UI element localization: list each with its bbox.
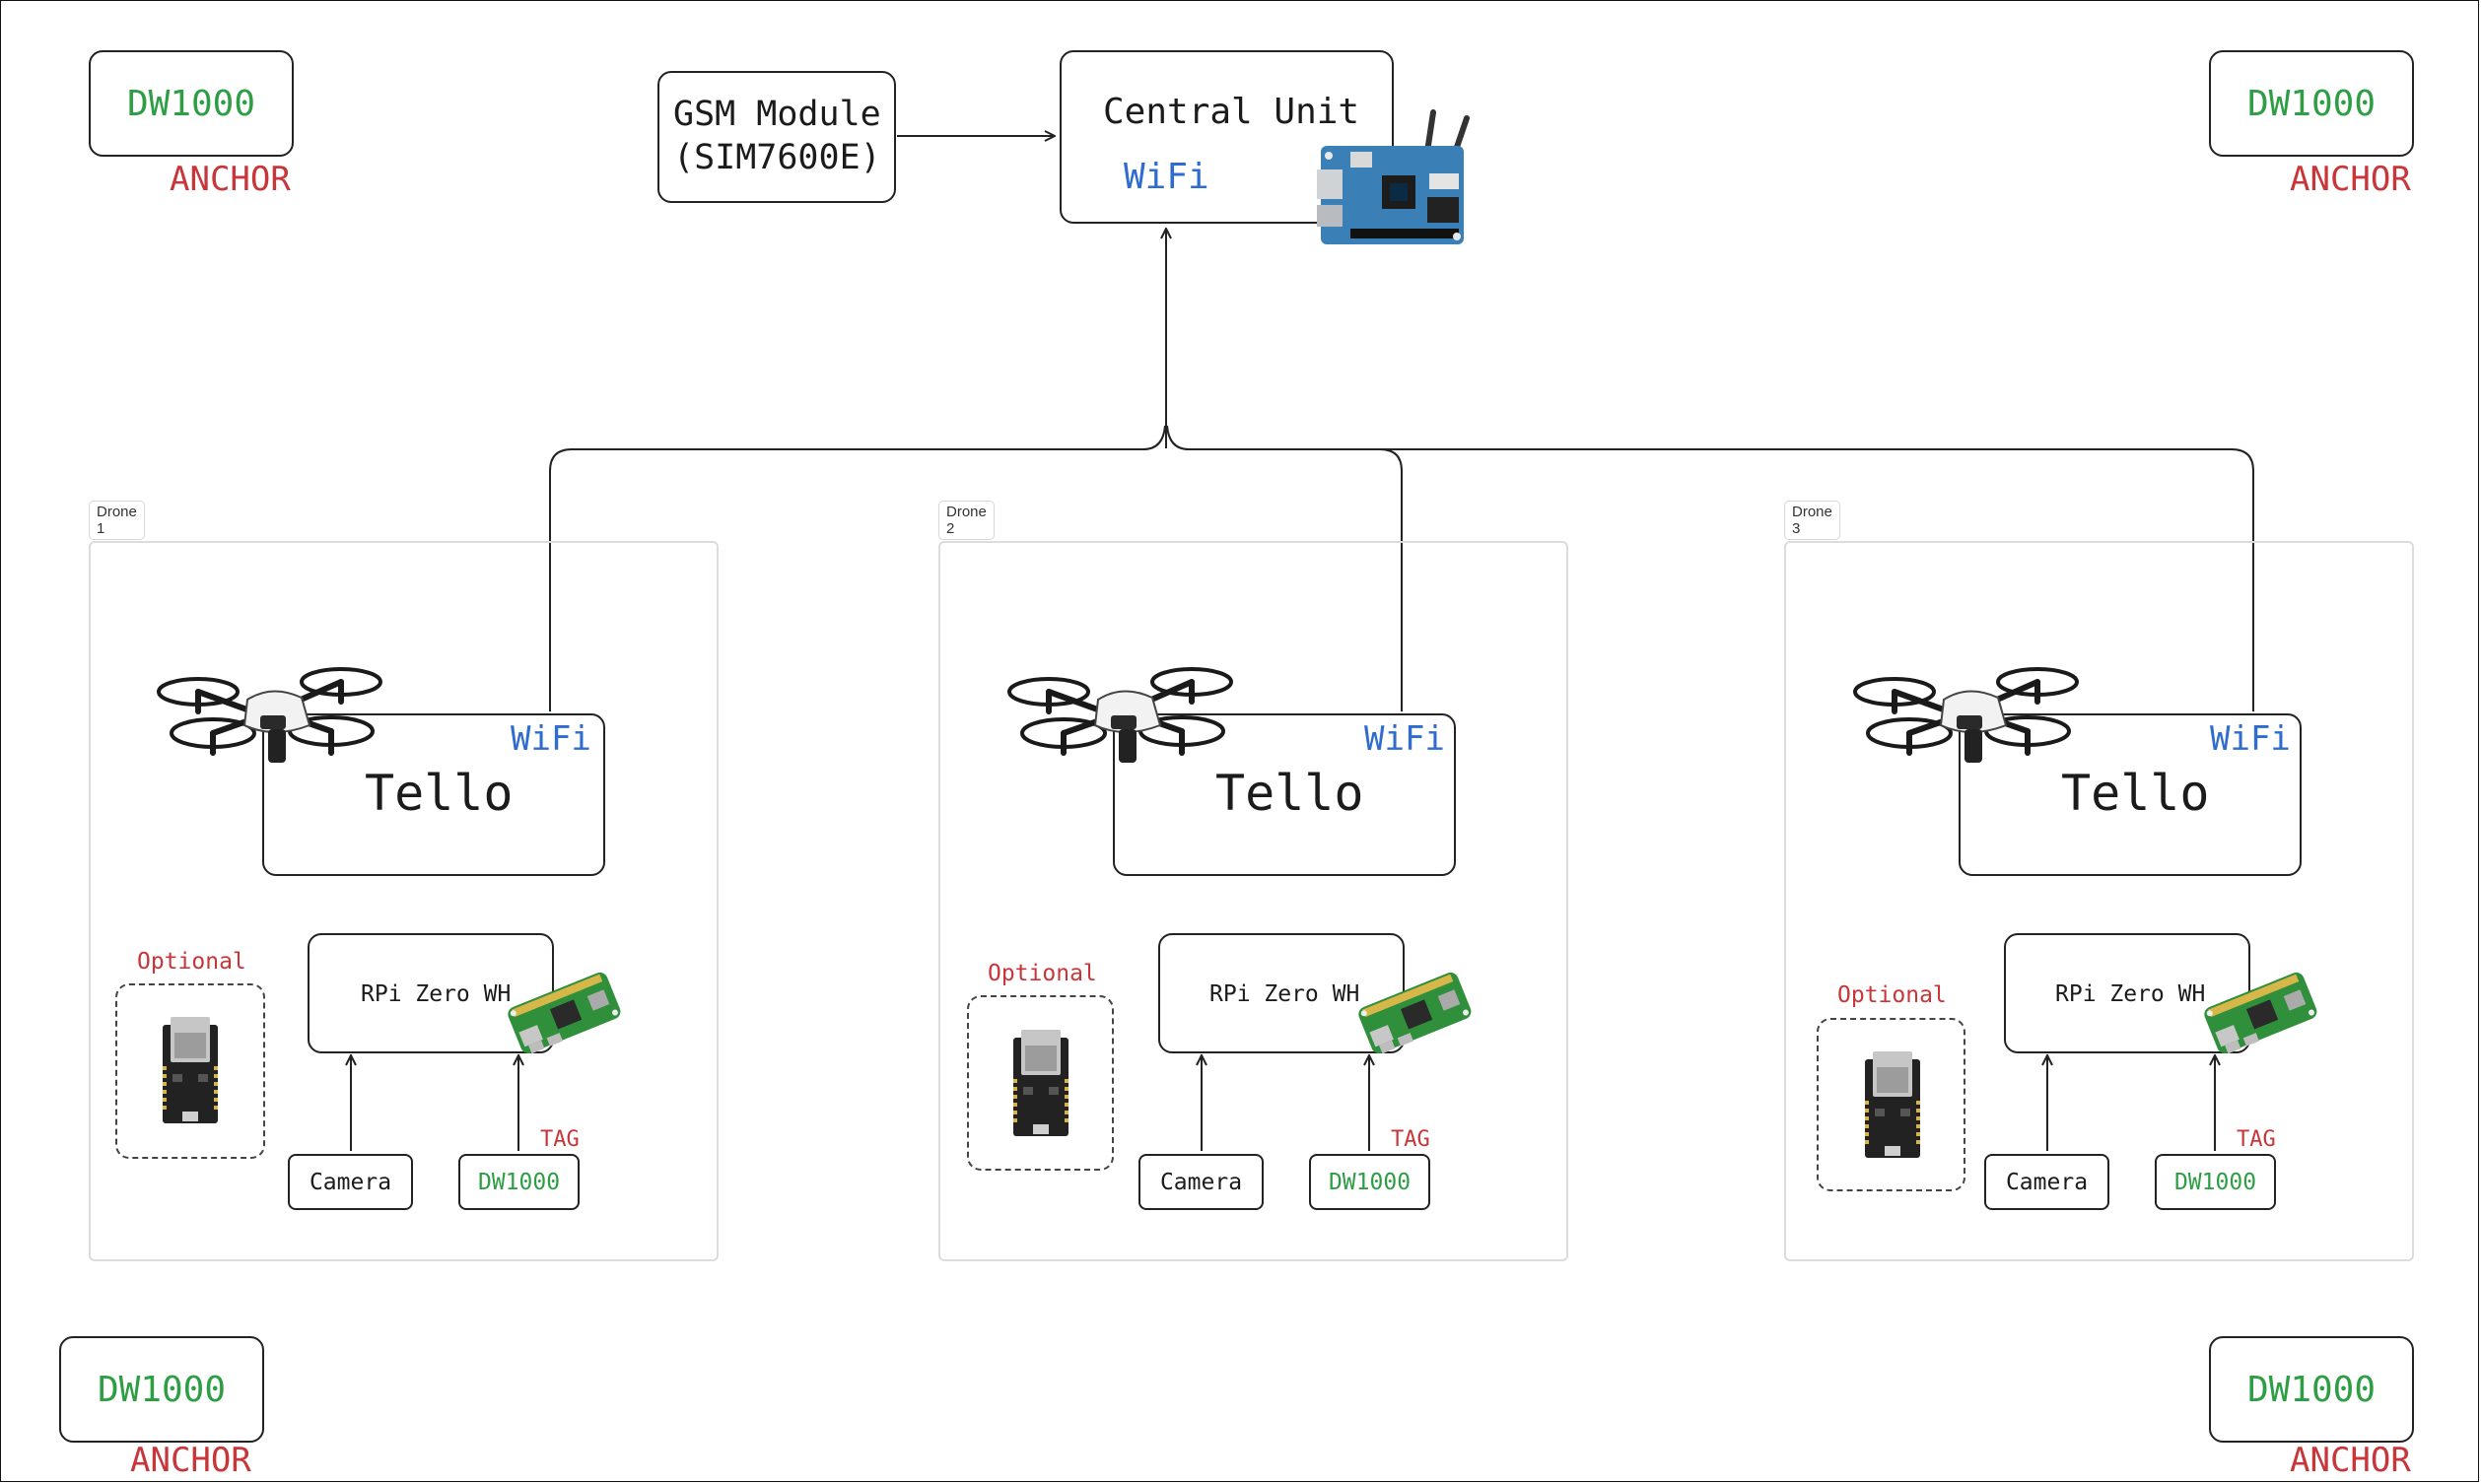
- tello-wifi-label: WiFi: [511, 719, 591, 759]
- tag-chip-label: DW1000: [2173, 1169, 2257, 1195]
- optional-esp32-box: [967, 995, 1114, 1171]
- esp32-board-icon: [1865, 1051, 1920, 1158]
- tag-label: TAG: [540, 1127, 580, 1152]
- central-unit-wifi: WiFi: [1124, 157, 1209, 197]
- orange-pi-board-icon: [1317, 109, 1470, 244]
- tag-label: TAG: [1391, 1127, 1430, 1152]
- camera-box: Camera: [1984, 1154, 2109, 1210]
- tello-wifi-label: WiFi: [2210, 719, 2291, 759]
- anchor-chip-label: DW1000: [97, 1369, 227, 1410]
- camera-label: Camera: [309, 1169, 392, 1195]
- optional-label: Optional: [1837, 982, 1947, 1008]
- optional-label: Optional: [137, 949, 246, 975]
- esp32-board-icon: [1013, 1030, 1068, 1136]
- rpi-zero-label: RPi Zero WH: [1209, 981, 1360, 1007]
- tag-dw1000-box: DW1000: [2155, 1154, 2276, 1210]
- anchor-bottom-right: DW1000: [2209, 1336, 2414, 1443]
- gsm-module-box: GSM Module (SIM7600E): [657, 71, 896, 203]
- optional-label: Optional: [988, 961, 1097, 986]
- raspberry-pi-zero-icon: [2204, 972, 2317, 1054]
- tello-box: Tello WiFi: [1959, 713, 2302, 876]
- anchor-bottom-left: DW1000: [59, 1336, 264, 1443]
- tag-chip-label: DW1000: [1328, 1169, 1412, 1195]
- rpi-zero-label: RPi Zero WH: [361, 981, 512, 1007]
- raspberry-pi-zero-icon: [508, 972, 621, 1054]
- drone-icon: [1853, 667, 2079, 763]
- camera-box: Camera: [288, 1154, 413, 1210]
- anchor-role-label: ANCHOR: [2290, 1441, 2411, 1480]
- drone-frame-label: Drone 2: [938, 501, 995, 540]
- rpi-zero-box: RPi Zero WH: [308, 933, 554, 1053]
- tag-dw1000-box: DW1000: [1309, 1154, 1430, 1210]
- optional-esp32-box: [1817, 1018, 1965, 1191]
- optional-esp32-box: [115, 983, 265, 1159]
- raspberry-pi-zero-icon: [1358, 972, 1472, 1054]
- drone-icon: [1007, 667, 1233, 763]
- anchor-top-right: DW1000: [2209, 50, 2414, 157]
- esp32-board-icon: [163, 1017, 218, 1123]
- drone1-link: [549, 425, 1166, 711]
- drone3-link: [1193, 448, 2254, 711]
- drone-frame: [89, 541, 719, 1261]
- anchor-role-label: ANCHOR: [170, 160, 291, 199]
- anchor-top-left: DW1000: [89, 50, 294, 157]
- anchor-chip-label: DW1000: [126, 83, 256, 124]
- drone-frame-label: Drone 1: [89, 501, 145, 540]
- camera-label: Camera: [2005, 1169, 2089, 1195]
- camera-label: Camera: [1159, 1169, 1243, 1195]
- tello-label: Tello: [365, 765, 514, 822]
- central-unit-title: Central Unit: [1103, 92, 1360, 132]
- drone-icon: [157, 667, 382, 763]
- gsm-module-title: GSM Module: [673, 95, 881, 134]
- camera-box: Camera: [1138, 1154, 1264, 1210]
- anchor-chip-label: DW1000: [2246, 1369, 2377, 1410]
- tag-chip-label: DW1000: [477, 1169, 561, 1195]
- tello-label: Tello: [1215, 765, 1364, 822]
- drone-frame: [1784, 541, 2414, 1261]
- gsm-module-model: (SIM7600E): [673, 138, 881, 177]
- tello-label: Tello: [2061, 765, 2210, 822]
- anchor-role-label: ANCHOR: [2290, 160, 2411, 199]
- tag-dw1000-box: DW1000: [458, 1154, 580, 1210]
- tag-label: TAG: [2237, 1127, 2276, 1152]
- anchor-chip-label: DW1000: [2246, 83, 2377, 124]
- rpi-zero-box: RPi Zero WH: [1158, 933, 1405, 1053]
- drone-frame-label: Drone 3: [1784, 501, 1840, 540]
- tello-box: Tello WiFi: [262, 713, 605, 876]
- tello-box: Tello WiFi: [1113, 713, 1456, 876]
- tello-wifi-label: WiFi: [1364, 719, 1445, 759]
- anchor-role-label: ANCHOR: [130, 1441, 251, 1480]
- drone-frame: [938, 541, 1568, 1261]
- rpi-zero-label: RPi Zero WH: [2055, 981, 2206, 1007]
